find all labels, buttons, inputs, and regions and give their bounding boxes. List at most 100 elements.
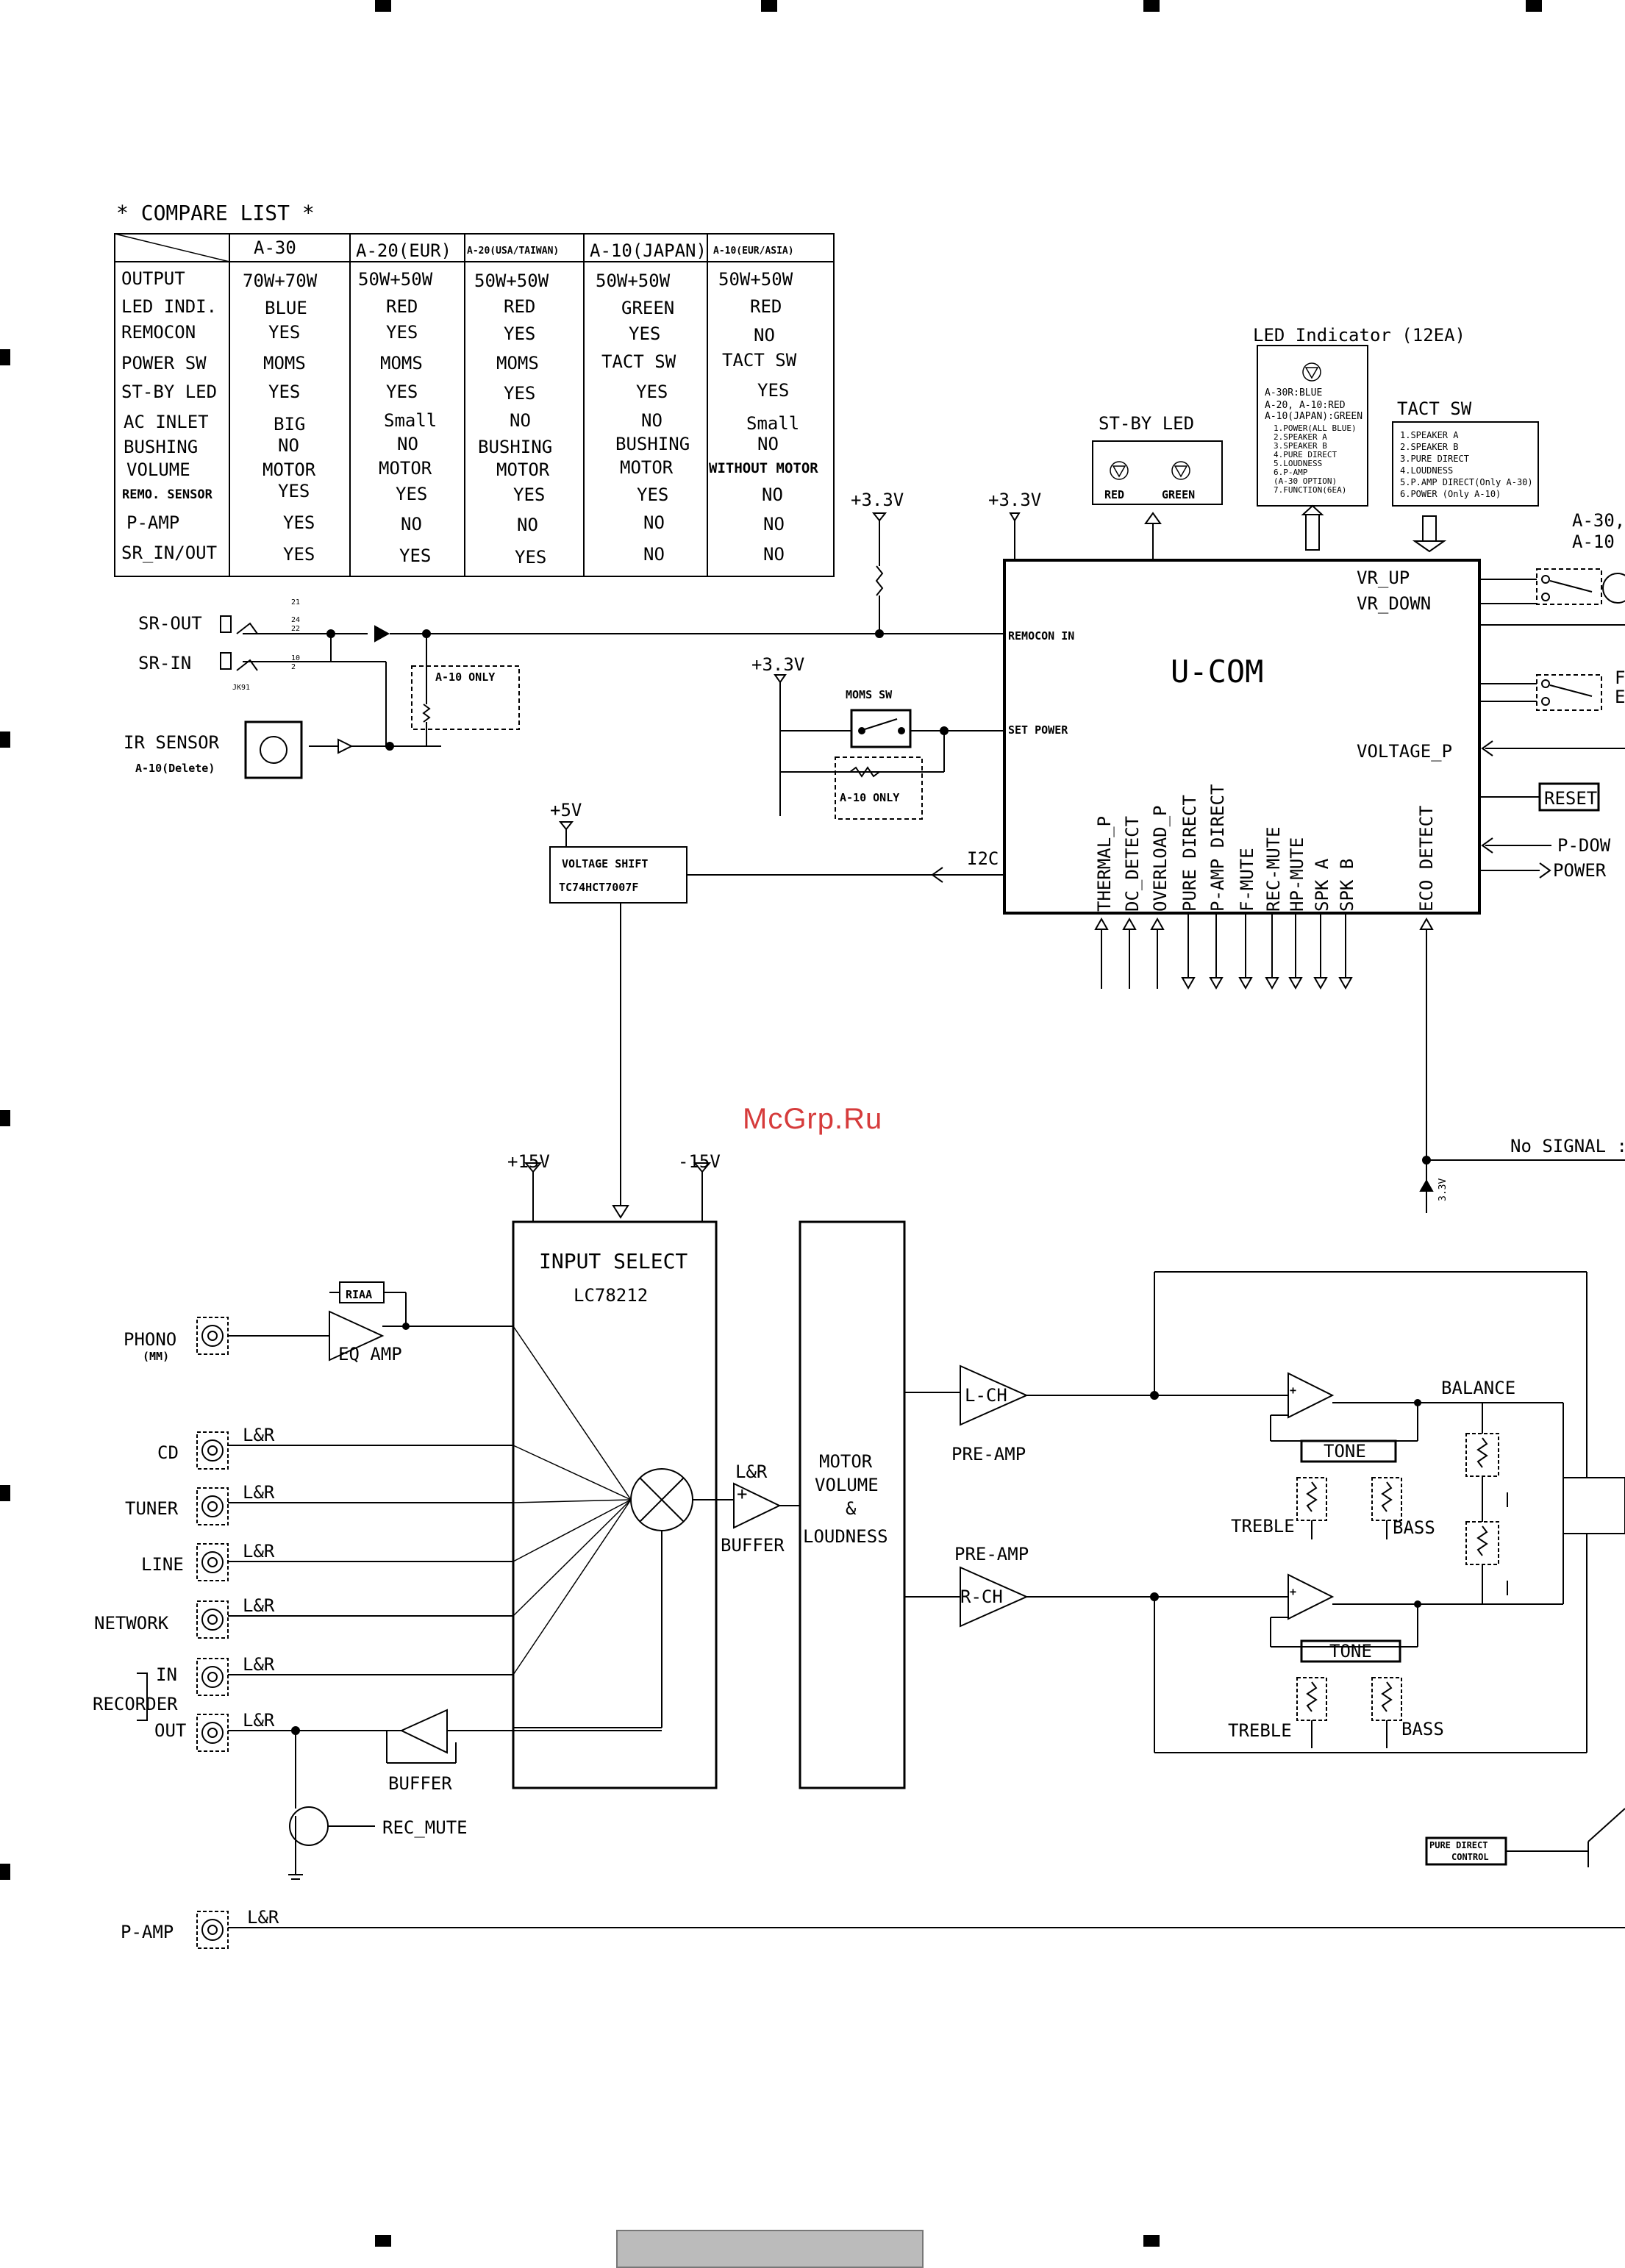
cell: BIG — [274, 414, 305, 434]
jack-pin: 2 — [291, 663, 296, 671]
riaa-label: RIAA — [346, 1288, 372, 1301]
balance-label: BALANCE — [1441, 1378, 1515, 1398]
jack-pin: 21 — [291, 598, 300, 607]
tact-sw-title: TACT SW — [1397, 398, 1472, 419]
tone-r: TONE — [1329, 1641, 1372, 1661]
row-label: P-AMP — [126, 512, 179, 533]
v15p-rail: +15V — [507, 1151, 550, 1172]
cell: NO — [510, 410, 531, 431]
line-label: LINE — [141, 1554, 184, 1575]
sr-in-label: SR-IN — [138, 653, 191, 673]
led-item: 3.SPEAKER B — [1274, 441, 1327, 451]
tact-item: 6.POWER (Only A-10) — [1400, 489, 1501, 499]
cell: YES — [504, 383, 535, 404]
cell: 50W+50W — [358, 269, 433, 290]
cell: YES — [636, 382, 668, 402]
compare-list-title: * COMPARE LIST * — [116, 201, 315, 225]
moms-sw-label: MOMS SW — [846, 688, 893, 701]
moms-sw — [774, 674, 1004, 820]
cell: Small — [384, 410, 437, 431]
rec-buffer-label: BUFFER — [388, 1773, 452, 1794]
ucom-pin-arrows — [1094, 913, 1625, 1213]
motor-volume-4: LOUDNESS — [803, 1526, 888, 1547]
ir-sensor-label: IR SENSOR — [124, 732, 220, 753]
col-a10-eur: A-10(EUR/ASIA) — [713, 246, 794, 257]
tact-item: 3.PURE DIRECT — [1400, 454, 1469, 464]
cell: NO — [643, 512, 665, 533]
watermark: McGrp.Ru — [743, 1103, 883, 1135]
cell: NO — [517, 515, 538, 535]
no-signal-label: No SIGNAL : — [1510, 1136, 1625, 1156]
lr-cd: L&R — [243, 1425, 275, 1445]
cell: YES — [268, 322, 300, 343]
lr-rec-out: L&R — [243, 1710, 275, 1731]
pin-hp-mute: HP-MUTE — [1287, 837, 1307, 912]
jack-cd — [196, 1431, 229, 1470]
led-item: 5.LOUDNESS — [1274, 459, 1322, 468]
cell: NO — [757, 434, 779, 454]
led-item: (A-30 OPTION) — [1274, 476, 1337, 486]
v5-rail: +5V — [550, 800, 582, 820]
pin-eco-detect: ECO DETECT — [1416, 806, 1437, 912]
led-note: A-30R:BLUE — [1265, 387, 1322, 398]
cell: YES — [513, 484, 545, 505]
buffer-plus: + — [737, 1484, 747, 1504]
led-indicator-list: A-30R:BLUE A-20, A-10:RED A-10(JAPAN):GR… — [1265, 387, 1362, 495]
treble-r: TREBLE — [1228, 1720, 1292, 1741]
standby-led-red: RED — [1104, 488, 1124, 501]
cell: BUSHING — [615, 434, 690, 454]
cell: YES — [399, 545, 431, 566]
cell: MOMS — [496, 353, 539, 373]
input-select-chip: LC78212 — [574, 1285, 648, 1306]
row-label: ST-BY LED — [121, 382, 217, 402]
cell: YES — [386, 322, 418, 343]
cell: 50W+50W — [474, 271, 549, 291]
ucom-block — [1003, 559, 1481, 915]
led-item: 4.PURE DIRECT — [1274, 450, 1337, 459]
jack-rec-out — [196, 1714, 229, 1752]
pure-direct-control-1: PURE DIRECT — [1429, 1840, 1488, 1850]
ucom-remocon-in: REMOCON IN — [1008, 629, 1074, 643]
lr-rec-in: L&R — [243, 1654, 275, 1675]
row-label: REMOCON — [121, 322, 196, 343]
pin-thermal: THERMAL_P — [1094, 816, 1115, 912]
row-label: OUTPUT — [121, 268, 185, 289]
tact-item: 5.P.AMP DIRECT(Only A-30) — [1400, 477, 1533, 487]
voltage-shift-line2: TC74HCT7007F — [559, 881, 638, 894]
buffer-lr: L&R — [735, 1462, 768, 1482]
standby-led-green: GREEN — [1162, 488, 1195, 501]
reset-label: RESET — [1544, 788, 1597, 809]
tuner-label: TUNER — [125, 1498, 179, 1519]
jack-pins: 21 24 22 10 2 — [291, 598, 300, 671]
standby-led-title: ST-BY LED — [1099, 413, 1194, 434]
cell: MOTOR — [496, 459, 550, 480]
f-label: F — [1615, 668, 1625, 688]
cell: Small — [746, 413, 799, 434]
compare-rows: OUTPUT 70W+70W 50W+50W 50W+50W 50W+50W 5… — [121, 268, 818, 568]
input-jacks — [137, 1281, 1625, 1949]
pin-overload: OVERLOAD_P — [1150, 806, 1171, 912]
cell: YES — [386, 382, 418, 402]
jack-rec-in — [196, 1658, 229, 1696]
a10-label: A-10 — [1572, 532, 1615, 552]
cell: YES — [637, 484, 668, 505]
sr-out-label: SR-OUT — [138, 613, 202, 634]
network-label: NETWORK — [94, 1613, 169, 1634]
cell: NO — [762, 484, 783, 505]
remocon-rail: +3.3V — [851, 490, 904, 510]
pin-p-amp-direct: P-AMP DIRECT — [1207, 784, 1228, 912]
led-item: 7.FUNCTION(6EA) — [1274, 485, 1346, 495]
a30-label: A-30, — [1572, 510, 1625, 531]
pin-pure-direct: PURE DIRECT — [1179, 795, 1200, 912]
treble-l: TREBLE — [1231, 1516, 1295, 1537]
lr-network: L&R — [243, 1595, 275, 1616]
led-note: A-10(JAPAN):GREEN — [1265, 411, 1362, 422]
rec-in-label: IN — [156, 1664, 177, 1685]
pin-spk-a: SPK A — [1312, 858, 1332, 912]
col-a20-usa: A-20(USA/TAIWAN) — [467, 246, 559, 257]
cell: RED — [386, 296, 418, 317]
cell: NO — [641, 410, 662, 431]
led-note: A-20, A-10:RED — [1265, 400, 1346, 411]
ucom-voltage-p: VOLTAGE_P — [1357, 741, 1452, 762]
footer-bar — [616, 2230, 924, 2268]
